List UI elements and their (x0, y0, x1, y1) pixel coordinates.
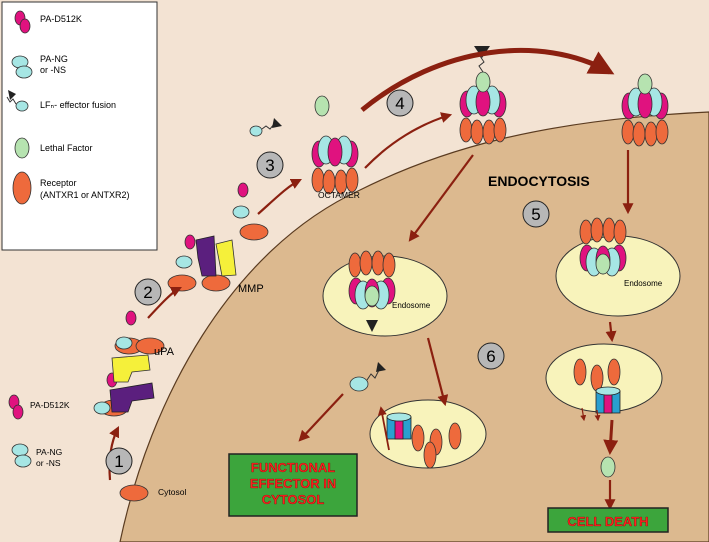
label-endosome-right: Endosome (624, 279, 663, 288)
label-endocytosis: ENDOCYTOSIS (488, 173, 590, 189)
functional-line-3: CYTOSOL (262, 492, 325, 507)
endosome-left-octamer (348, 250, 396, 332)
pathway-arrows (108, 48, 634, 511)
label-cytosol: Cytosol (158, 487, 186, 497)
label-pa-ng: PA-NG (36, 447, 62, 457)
octamer-complex (311, 135, 359, 195)
mmp-proteases (109, 235, 217, 413)
endosome-right-octamer (579, 217, 627, 277)
functional-line-1: FUNCTIONAL (251, 460, 336, 475)
label-pa-ng-sub: or -NS (36, 458, 61, 468)
free-lfn-fusion (249, 118, 282, 137)
step-6-label: 6 (486, 347, 495, 366)
octamer-with-fusion (459, 46, 507, 145)
functional-effector-box (228, 453, 358, 517)
released-lethal-factor (600, 456, 616, 478)
legend-box (1, 1, 158, 251)
functional-line-2: EFFECTOR IN (250, 476, 336, 491)
label-upa: uPA (154, 346, 175, 358)
lfn-fusion-icon (6, 90, 29, 112)
label-pa-d512k: PA-D512K (30, 400, 70, 410)
released-fusion (349, 362, 386, 392)
label-octamer: OCTAMER (318, 190, 360, 200)
legend-label-pa-ng: PA-NG (40, 54, 68, 64)
legend-label-lethal-factor: Lethal Factor (40, 143, 93, 153)
step-2-label: 2 (143, 283, 152, 302)
step-markers (105, 89, 550, 475)
cell-death-label: CELL DEATH (567, 514, 648, 529)
legend-label-receptor-sub: (ANTXR1 or ANTXR2) (40, 190, 130, 200)
step-1-label: 1 (114, 452, 123, 471)
step-3-label: 3 (265, 156, 274, 175)
legend-label-pa-d512k: PA-D512K (40, 14, 82, 24)
legend-label-receptor: Receptor (40, 178, 77, 188)
receptor-icon (12, 171, 32, 205)
lethal-factor-icon (14, 137, 30, 159)
upa-proteases (111, 239, 237, 383)
cell-death-box (547, 507, 669, 533)
free-lethal-factor (314, 95, 330, 117)
step-4-label: 4 (395, 94, 404, 113)
label-endosome-left: Endosome (392, 301, 431, 310)
step-5-label: 5 (531, 205, 540, 224)
octamer-with-lethal-factor (621, 73, 669, 147)
label-mmp: MMP (238, 283, 264, 295)
free-pa-d512k (8, 394, 24, 420)
legend-label-lfn-fusion: LFₙ- effector fusion (40, 100, 116, 110)
free-pa-ng (11, 443, 32, 468)
legend-label-pa-ng-sub: or -NS (40, 65, 66, 75)
